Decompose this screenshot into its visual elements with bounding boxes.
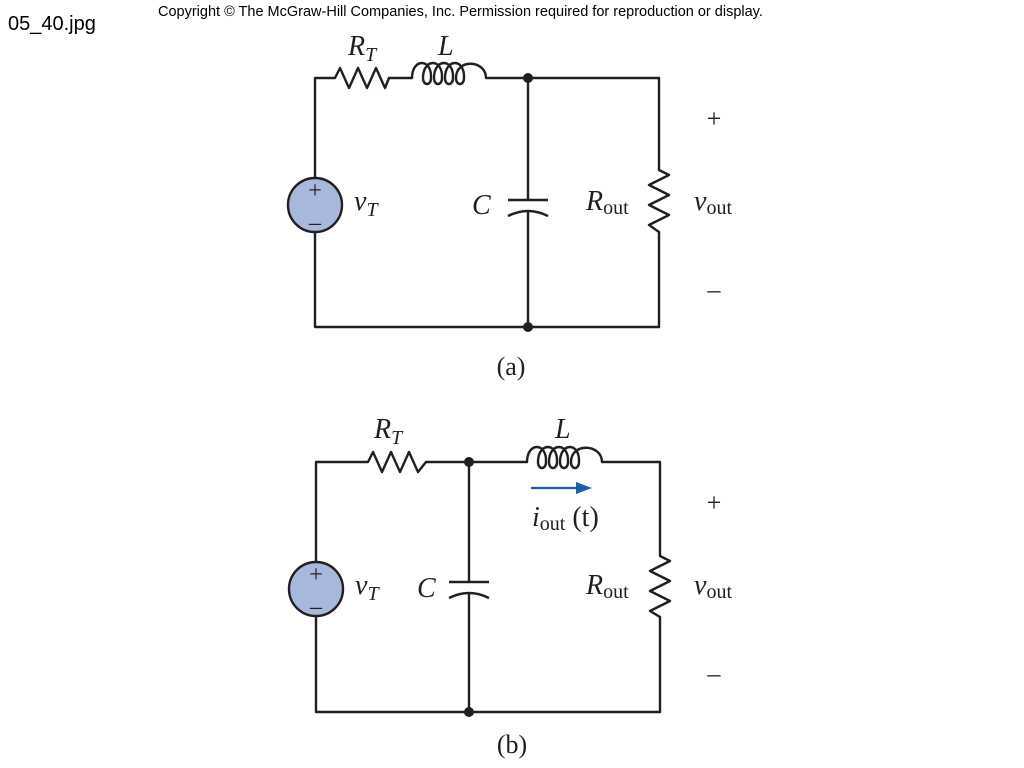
wire-a-top-right (484, 76, 661, 172)
wire-b-top-left (314, 460, 370, 567)
wire-a-bottom (313, 228, 661, 329)
source-a-plus: + (308, 178, 322, 204)
source-b-minus: – (309, 594, 323, 620)
source-b-plus: + (309, 562, 323, 588)
label-a-out-minus: – (707, 275, 722, 304)
circuit-b: + – RT L iout (t) C vT Rout vout + – (b) (287, 414, 732, 759)
label-b-rout: Rout (585, 570, 629, 603)
copyright-notice: Copyright © The McGraw-Hill Companies, I… (158, 4, 763, 20)
node-b-top (464, 457, 474, 467)
label-a-rout: Rout (585, 186, 629, 219)
label-b-out-plus: + (707, 488, 722, 517)
wire-a-top-left (313, 76, 337, 182)
label-a-rt: RT (347, 31, 378, 66)
resistor-rout-a-icon (647, 168, 671, 233)
label-b-vout: vout (694, 570, 732, 603)
label-a-c: C (472, 190, 491, 221)
inductor-l-b-icon (525, 445, 604, 470)
node-b-bottom (464, 707, 474, 717)
label-b-out-minus: – (707, 659, 722, 688)
capacitor-c-a-plate-bottom (507, 209, 549, 218)
resistor-rout-b-icon (648, 554, 672, 619)
node-a-top (523, 73, 533, 83)
node-a-bottom (523, 322, 533, 332)
voltage-source-b-icon (287, 560, 345, 618)
caption-a: (a) (497, 352, 526, 381)
caption-b: (b) (497, 730, 527, 759)
filename-label: 05_40.jpg (8, 13, 96, 35)
circuit-a: + – RT L C vT Rout vout + – (a) (286, 31, 732, 381)
label-b-c: C (417, 573, 436, 604)
wire-b-bottom (314, 613, 662, 714)
resistor-rt-b-icon (366, 450, 427, 474)
label-a-out-plus: + (707, 104, 722, 133)
label-b-rt: RT (373, 414, 404, 449)
voltage-source-a-icon (286, 176, 344, 234)
label-b-l: L (554, 414, 571, 445)
current-arrow-icon (576, 482, 592, 494)
label-a-vt: vT (354, 186, 379, 221)
inductor-l-a-icon (410, 61, 488, 86)
label-a-vout: vout (694, 186, 732, 219)
capacitor-c-b-plate-bottom (448, 591, 490, 600)
wire-b-top-right (600, 460, 662, 558)
label-b-iout: iout (t) (532, 502, 599, 535)
resistor-rt-a-icon (333, 66, 391, 90)
source-a-minus: – (308, 210, 322, 236)
label-a-l: L (437, 31, 454, 62)
label-b-vt: vT (355, 570, 380, 605)
